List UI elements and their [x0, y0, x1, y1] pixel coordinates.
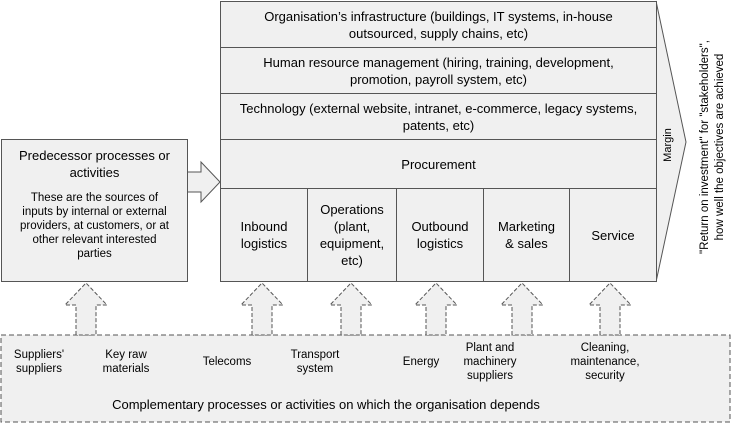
support-technology: Technology (external website, intranet, …	[220, 93, 657, 140]
primary-operations: Operations (plant, equipment, etc)	[307, 188, 397, 282]
primary-inbound-logistics: Inbound logistics	[220, 188, 308, 282]
up-arrow-marketing	[499, 282, 545, 336]
predecessor-title: Predecessor processes or activities	[18, 148, 170, 180]
complementary-item-plant-machinery: Plant and machinery suppliers	[463, 342, 517, 382]
up-arrow-outbound	[413, 282, 459, 336]
up-arrow-inbound	[239, 282, 285, 336]
predecessor-box: Predecessor processes or activities Thes…	[1, 139, 188, 282]
complementary-item-key-raw-materials: Key raw materials	[102, 349, 150, 375]
outcome-line-1: "Return on investment" for "stakeholders…	[699, 40, 711, 254]
complementary-caption: Complementary processes or activities on…	[112, 397, 540, 412]
primary-outbound-logistics: Outbound logistics	[396, 188, 484, 282]
support-infrastructure: Organisation’s infrastructure (buildings…	[220, 1, 657, 48]
operations-label: Operations (plant, equipment, etc)	[319, 202, 385, 268]
technology-label: Technology (external website, intranet, …	[239, 100, 638, 133]
hrm-label: Human resource management (hiring, train…	[263, 54, 614, 87]
complementary-item-energy: Energy	[402, 356, 440, 368]
procurement-label: Procurement	[401, 156, 476, 172]
marketing-label: Marketing & sales	[497, 219, 556, 251]
complementary-item-cleaning: Cleaning, maintenance, security	[570, 342, 640, 382]
complementary-item-suppliers-suppliers: Suppliers' suppliers	[13, 349, 65, 375]
outcome-text: "Return on investment" for "stakeholders…	[698, 7, 728, 287]
margin-label: Margin	[662, 128, 674, 162]
support-hrm: Human resource management (hiring, train…	[220, 47, 657, 94]
complementary-box-outline	[0, 334, 731, 423]
primary-service: Service	[569, 188, 657, 282]
infrastructure-label: Organisation’s infrastructure (buildings…	[264, 8, 613, 41]
up-arrow-service	[587, 282, 633, 336]
predecessor-description: These are the sources of inputs by inter…	[20, 192, 169, 260]
service-label: Service	[591, 227, 635, 243]
primary-marketing-sales: Marketing & sales	[483, 188, 570, 282]
up-arrow-predecessor	[63, 282, 109, 336]
up-arrow-operations	[328, 282, 374, 336]
complementary-item-telecoms: Telecoms	[202, 356, 252, 368]
complementary-item-transport-system: Transport system	[290, 349, 340, 375]
predecessor-arrow	[186, 160, 221, 204]
support-procurement: Procurement	[220, 139, 657, 189]
outbound-label: Outbound logistics	[411, 219, 469, 251]
outcome-line-2: how well the objectives are achieved	[714, 53, 726, 241]
inbound-label: Inbound logistics	[240, 219, 288, 251]
